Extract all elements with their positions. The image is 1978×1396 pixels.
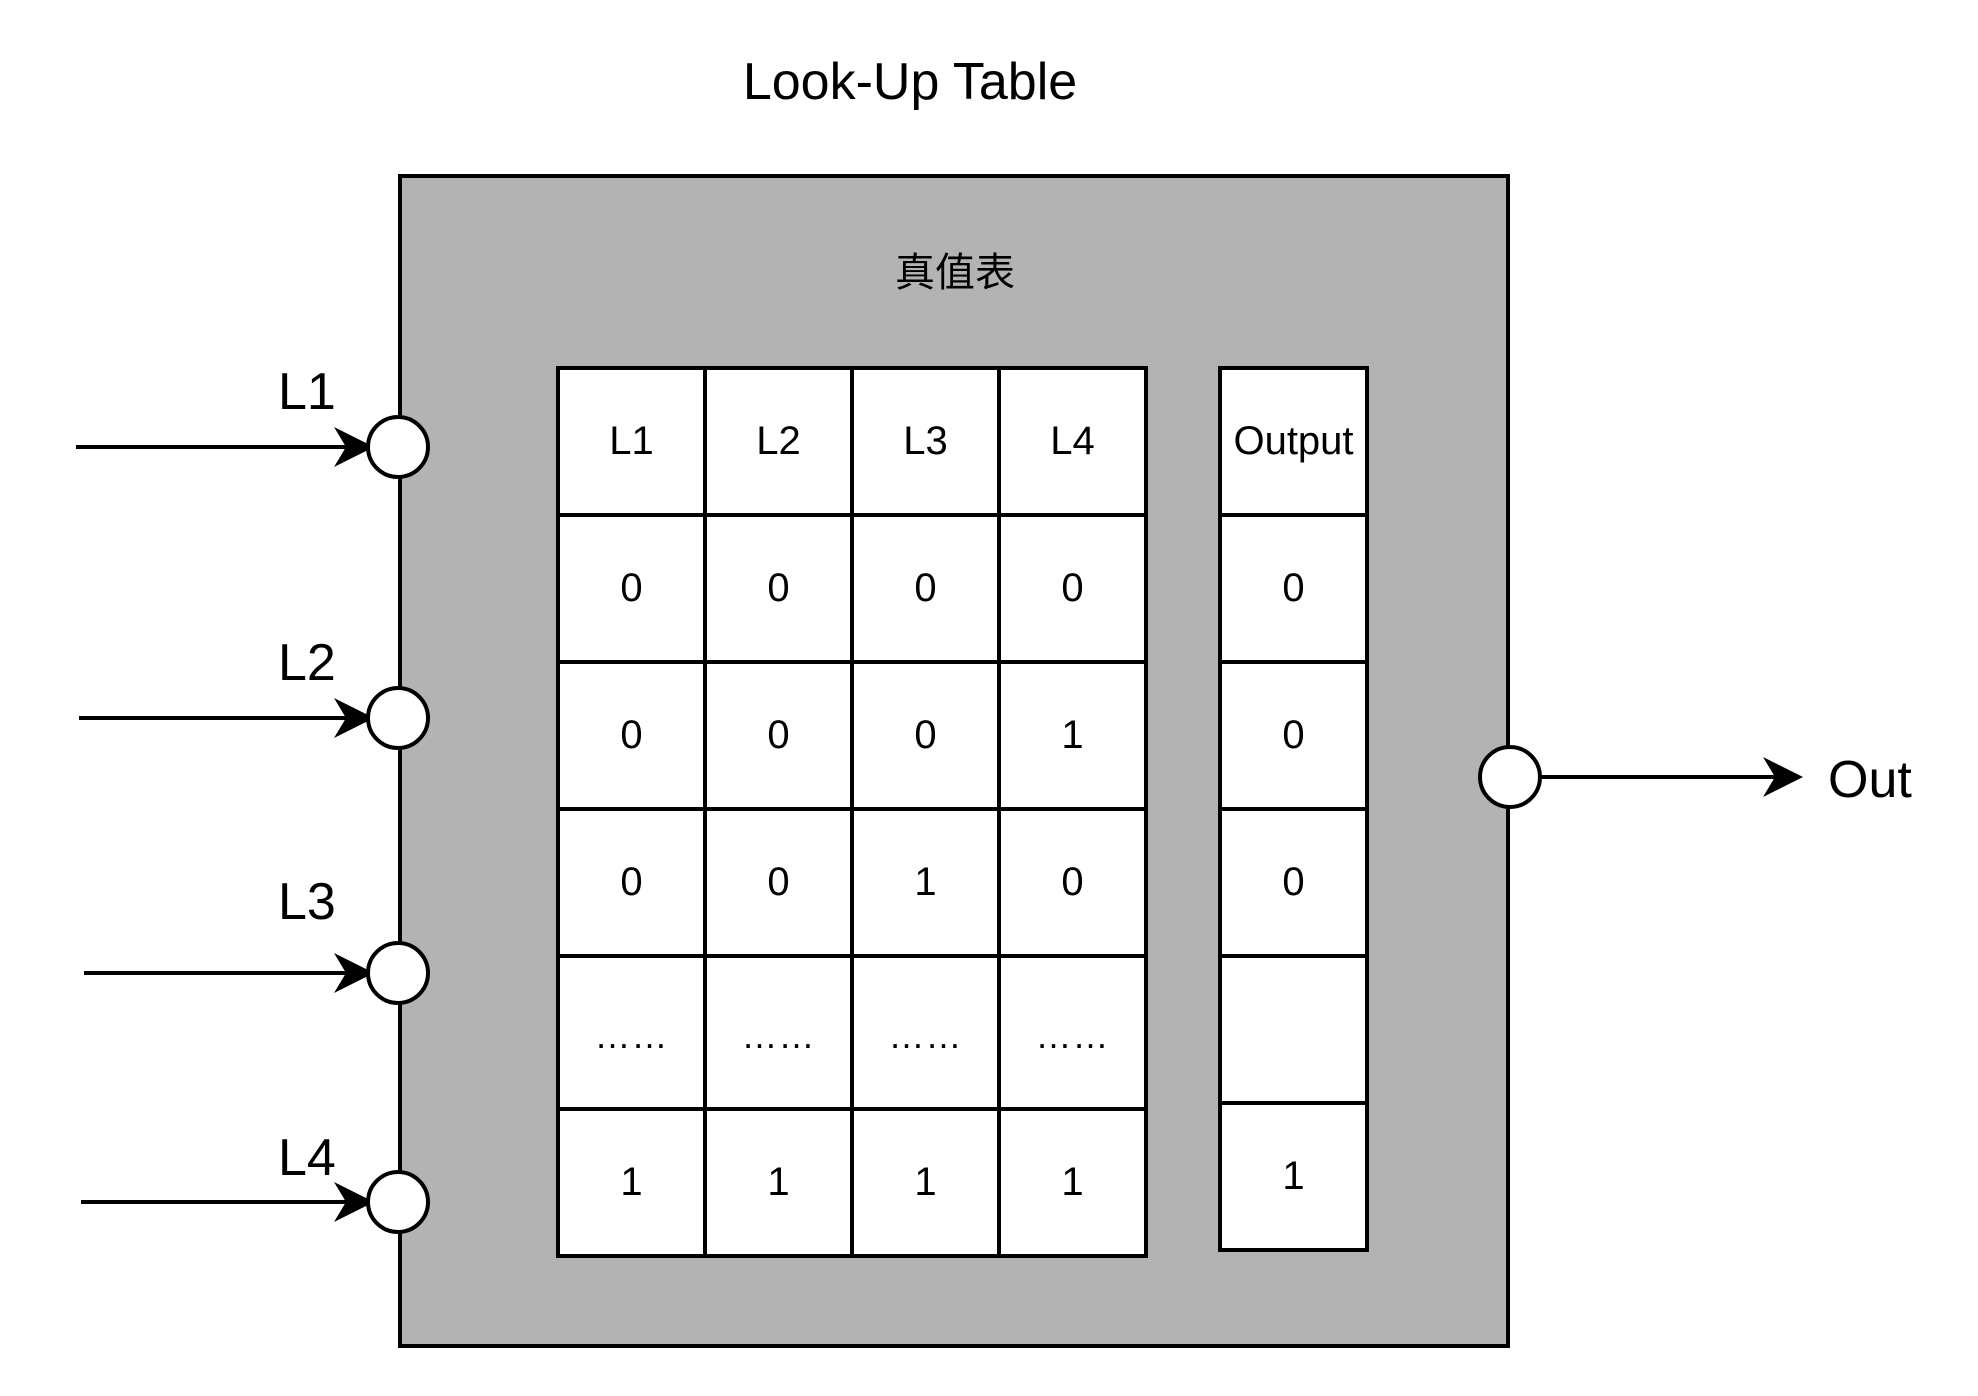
table-cell: 0 bbox=[703, 807, 854, 958]
table-cell: 0 bbox=[703, 660, 854, 811]
table-row: 1 1 1 1 bbox=[556, 1107, 1148, 1258]
table-row: 0 0 0 1 bbox=[556, 660, 1148, 811]
output-port bbox=[1478, 745, 1542, 809]
header-row: Output bbox=[1218, 366, 1369, 517]
table-row: …… …… …… …… bbox=[556, 954, 1148, 1111]
table-row bbox=[1218, 954, 1369, 1105]
table-row: 1 bbox=[1218, 1101, 1369, 1252]
input-port-l3 bbox=[366, 941, 430, 1005]
output-cell: 0 bbox=[1218, 513, 1369, 664]
header-cell-l3: L3 bbox=[850, 366, 1001, 517]
output-cell: 0 bbox=[1218, 660, 1369, 811]
table-row: 0 bbox=[1218, 660, 1369, 811]
ellipsis-cell: …… bbox=[997, 954, 1148, 1111]
header-cell-l4: L4 bbox=[997, 366, 1148, 517]
table-cell: 0 bbox=[997, 807, 1148, 958]
header-cell-output: Output bbox=[1218, 366, 1369, 517]
output-cell: 1 bbox=[1218, 1101, 1369, 1252]
table-cell: 0 bbox=[556, 513, 707, 664]
input-port-l4 bbox=[366, 1170, 430, 1234]
truth-table-inputs: L1 L2 L3 L4 0 0 0 0 0 0 0 1 0 0 1 0 …… …… bbox=[556, 366, 1148, 1258]
ellipsis-cell: …… bbox=[556, 954, 707, 1111]
header-row: L1 L2 L3 L4 bbox=[556, 366, 1148, 517]
table-cell: 0 bbox=[556, 660, 707, 811]
table-cell: 1 bbox=[850, 807, 1001, 958]
table-cell: 1 bbox=[556, 1107, 707, 1258]
table-cell: 1 bbox=[850, 1107, 1001, 1258]
output-label: Out bbox=[1828, 751, 1912, 809]
table-row: 0 bbox=[1218, 513, 1369, 664]
input-port-l1 bbox=[366, 415, 430, 479]
header-cell-l2: L2 bbox=[703, 366, 854, 517]
input-label-l1: L1 bbox=[278, 363, 336, 421]
table-row: 0 0 0 0 bbox=[556, 513, 1148, 664]
table-cell: 0 bbox=[556, 807, 707, 958]
table-cell: 1 bbox=[997, 1107, 1148, 1258]
output-cell: 0 bbox=[1218, 807, 1369, 958]
input-label-l3: L3 bbox=[278, 873, 336, 931]
truth-table-output: Output 0 0 0 1 bbox=[1218, 366, 1369, 1252]
table-cell: 1 bbox=[997, 660, 1148, 811]
truth-table-title: 真值表 bbox=[895, 250, 1015, 296]
input-label-l2: L2 bbox=[278, 634, 336, 692]
input-port-l2 bbox=[366, 686, 430, 750]
output-cell bbox=[1218, 954, 1369, 1105]
table-cell: 0 bbox=[997, 513, 1148, 664]
diagram-title: Look-Up Table bbox=[742, 53, 1078, 111]
table-cell: 0 bbox=[703, 513, 854, 664]
table-cell: 1 bbox=[703, 1107, 854, 1258]
table-cell: 0 bbox=[850, 513, 1001, 664]
table-row: 0 0 1 0 bbox=[556, 807, 1148, 958]
ellipsis-cell: …… bbox=[703, 954, 854, 1111]
ellipsis-cell: …… bbox=[850, 954, 1001, 1111]
input-label-l4: L4 bbox=[278, 1129, 336, 1187]
table-cell: 0 bbox=[850, 660, 1001, 811]
header-cell-l1: L1 bbox=[556, 366, 707, 517]
table-row: 0 bbox=[1218, 807, 1369, 958]
